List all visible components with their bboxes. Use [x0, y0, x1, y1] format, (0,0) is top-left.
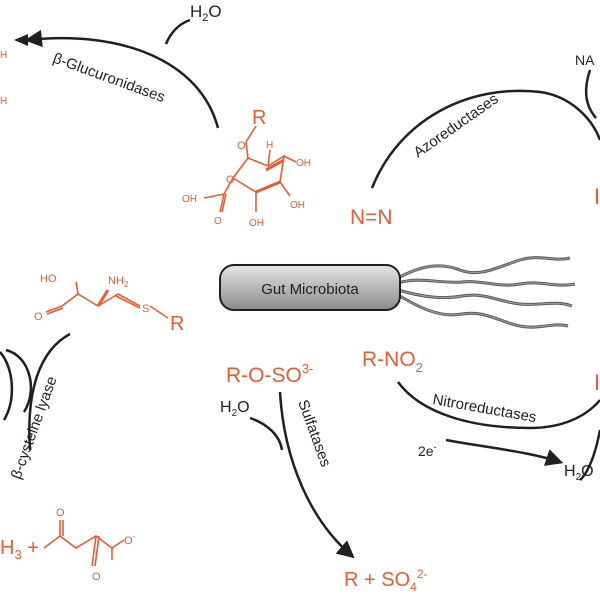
- glucuronide-molecule: [203, 125, 297, 213]
- glucuronide-r-group: R: [252, 107, 266, 129]
- cysteine-amine: NH2: [108, 275, 129, 289]
- glucuronidase-pathway: H2O β-Glucuronidases R O H O OH OH OH OH…: [24, 2, 311, 229]
- glucuronidase-arrow: [24, 29, 220, 129]
- nitro-water-arrow: [445, 438, 564, 466]
- sulfatase-pathway: R-O-SO3- H2O Sulfatases R + SO42-: [220, 361, 428, 594]
- gut-microbiota-label: Gut Microbiota: [261, 281, 359, 298]
- sulfatase-water-arc: [249, 416, 284, 451]
- cofactor-label: NA: [575, 52, 595, 68]
- glucuronide-ring-oxygen: O: [226, 174, 235, 186]
- pyruvate-oxygen: O: [92, 571, 101, 583]
- glucuronide-acid-oh: OH: [182, 194, 197, 205]
- sulfatase-arrow: [278, 391, 355, 559]
- ammonia-partial: H3 +: [0, 537, 39, 562]
- glucuronide-carbonyl-o: O: [214, 216, 222, 227]
- sulfatase-water-label: H2O: [220, 399, 250, 419]
- cysteine-hydroxyl: HO: [40, 273, 57, 285]
- nitro-substrate: R-NO2: [362, 348, 423, 375]
- pyruvate-carboxylate: O-: [124, 532, 136, 547]
- glucuronide-link-oxygen: O: [237, 140, 246, 152]
- gut-microbiota-bacterium: Gut Microbiota: [219, 256, 576, 329]
- electrons-label: 2e-: [418, 442, 437, 459]
- azoreductase-arc: [370, 89, 600, 189]
- glucuronidase-left-arrowhead: [14, 34, 28, 46]
- nitroreductase-pathway: R-NO2 Nitroreductases 2e- H2O I: [362, 348, 600, 483]
- glucuronidase-enzyme-label: β-Glucuronidases: [51, 50, 168, 106]
- sulfate-product: R + SO42-: [344, 567, 428, 594]
- cysteine-lyase-pathway: HO O NH2 S R β-cysteine lyase H3 + O O O…: [0, 273, 184, 583]
- glucuronide-hydrogen: H: [266, 140, 273, 151]
- glucuronide-oh-lower-right: OH: [290, 200, 305, 211]
- cysteine-left-arc: [0, 351, 14, 421]
- cysteine-r-group: R: [170, 313, 184, 335]
- nitroreductase-arc: [396, 381, 600, 430]
- water-label-top: H2O: [190, 2, 222, 24]
- edge-fragment-right-1: I: [594, 184, 600, 209]
- cysteine-carbonyl: O: [34, 311, 43, 323]
- cysteine-conjugate-molecule: [45, 281, 169, 319]
- azoreductase-enzyme-label: Azoreductases: [411, 90, 502, 161]
- edge-fragment-top-2: H: [0, 96, 7, 107]
- nitro-return-arc: [579, 429, 600, 481]
- nitroreductase-enzyme-label: Nitroreductases: [431, 391, 537, 426]
- water-entry-arc: [164, 18, 191, 45]
- sulfate-substrate: R-O-SO3-: [226, 361, 313, 387]
- bacterium-capsule: [219, 264, 401, 311]
- cysteine-sulfur: S: [142, 303, 149, 315]
- nitro-water-label: H2O: [564, 463, 594, 483]
- sulfatase-enzyme-label: Sulfatases: [294, 398, 334, 470]
- pyruvate-molecule: [43, 520, 125, 567]
- cofactor-entry-arc: [584, 69, 597, 119]
- glucuronide-oh-bottom: OH: [249, 218, 264, 229]
- azo-substrate: N=N: [350, 206, 393, 229]
- cysteine-lyase-arc: [28, 332, 71, 451]
- cysteine-side-arc: [5, 348, 33, 413]
- azoreductase-pathway: NA Azoreductases N=N I: [350, 52, 600, 229]
- pyruvate-carbonyl: O: [56, 507, 65, 519]
- edge-fragment-right-2: I: [594, 370, 600, 395]
- glucuronide-oh-right: OH: [296, 158, 311, 169]
- edge-fragment-top-1: H: [0, 50, 7, 61]
